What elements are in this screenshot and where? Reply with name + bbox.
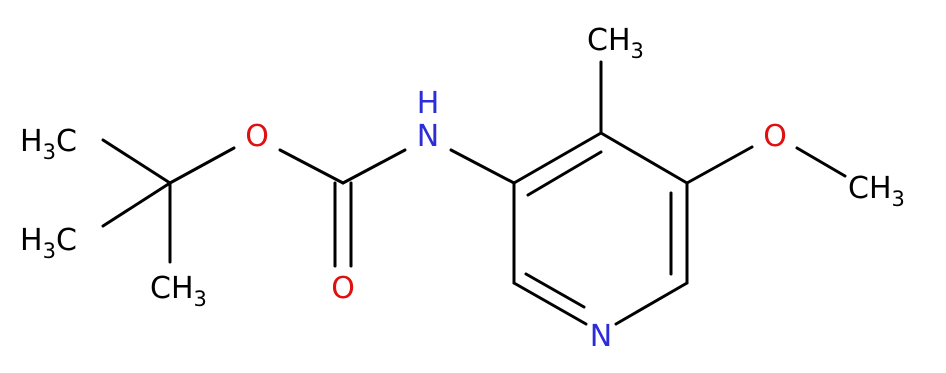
carbonyl-oxygen-label: O [331,271,355,306]
bond-ring-c4-c5 [599,131,689,185]
pyridine-nitrogen-label: N [590,319,612,354]
bond-ring-c3-c4 [512,131,603,185]
bond-ring-c3-c4-inner [526,150,603,197]
bond-ch3-quaternary-c-lower [101,181,172,228]
bond-ester-o-carbonyl-c [278,148,345,185]
bond-ring-n-c2-inner [524,272,586,309]
amide-hydrogen-label: H [417,86,440,121]
bond-ch3-quaternary-c-upper [101,138,172,185]
bond-group [101,60,847,326]
methyl-label-upper-left: H3C [20,124,77,164]
amide-nitrogen-label: N [417,119,439,154]
bond-carbonyl-c-nh [341,148,407,185]
methyl-label-top: CH3 [587,23,644,63]
bond-ring-c5-methoxy-o [685,145,754,185]
bond-nh-ring-c3 [449,148,516,185]
methoxy-oxygen-label: O [763,119,787,154]
bond-quaternary-c-ester-o [168,146,236,185]
ester-oxygen-label: O [245,119,269,154]
bond-methoxy-o-ch3 [795,146,847,178]
bond-ring-c6-n [614,281,689,326]
methyl-label-bottom: CH3 [150,271,207,311]
methoxy-methyl-label: CH3 [848,171,905,211]
bond-ring-n-c2 [512,281,588,326]
methyl-label-lower-left: H3C [20,223,77,263]
